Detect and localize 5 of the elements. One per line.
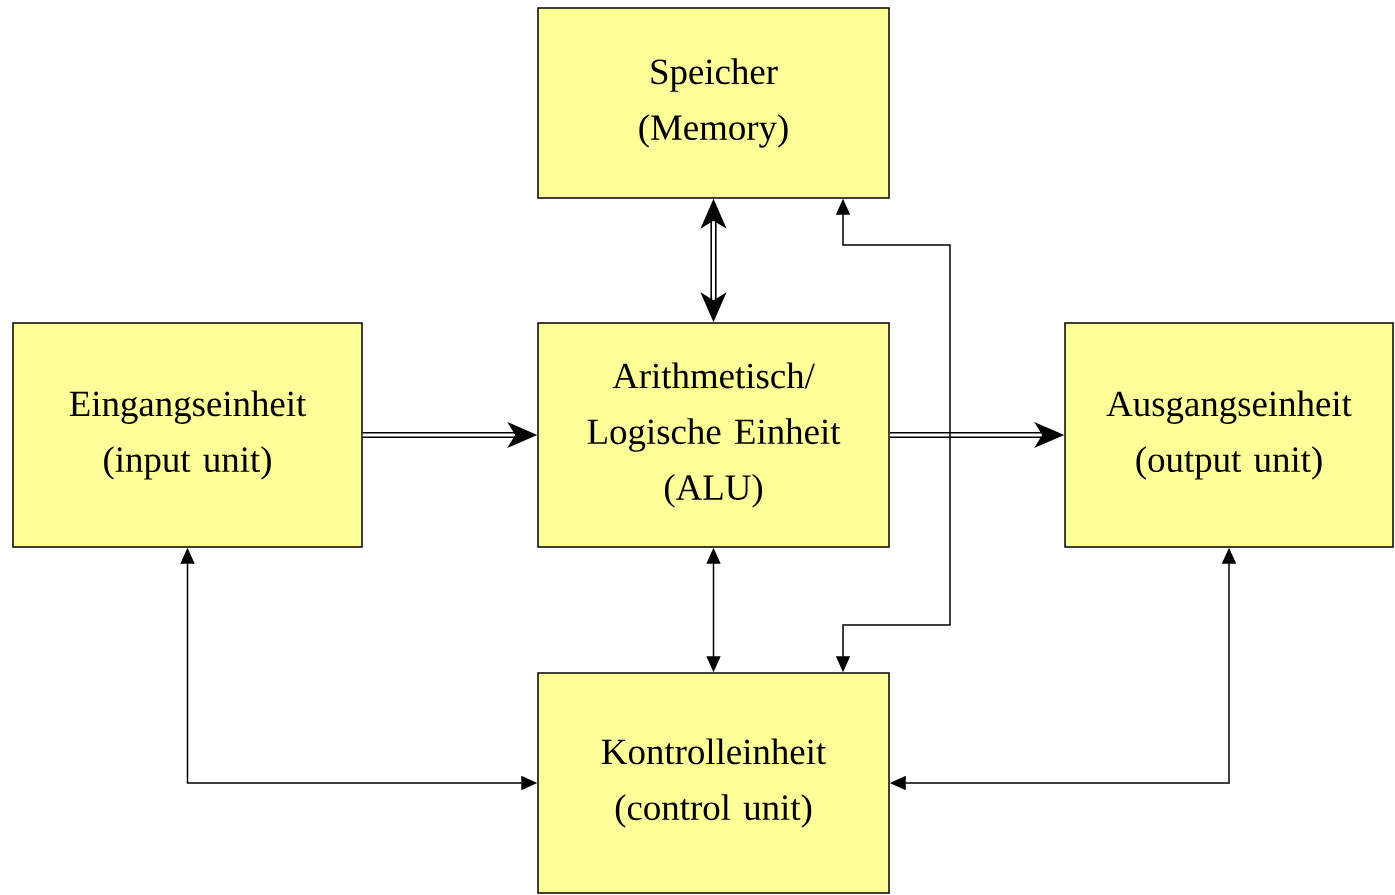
unit-box: Kontrolleinheit (control unit) <box>537 672 890 894</box>
unit-box: Eingangseinheit (input unit) <box>12 322 363 548</box>
unit-box: Ausgangseinheit (output unit) <box>1064 322 1394 548</box>
unit-box: Arithmetisch/ Logische Einheit (ALU) <box>537 322 890 548</box>
unit-box: Speicher (Memory) <box>537 7 890 199</box>
